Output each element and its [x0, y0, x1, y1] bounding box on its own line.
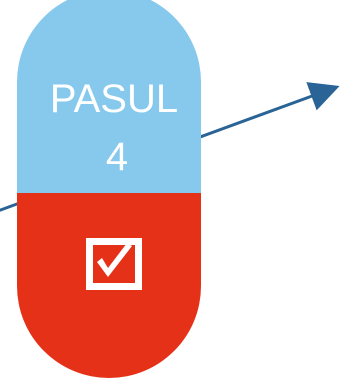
checkbox-check-icon	[86, 238, 142, 290]
step-label-line1: PASUL	[50, 77, 178, 121]
step-label-line2: 4	[106, 135, 128, 179]
step-pill	[17, 0, 201, 378]
pill-top-half	[17, 0, 201, 193]
